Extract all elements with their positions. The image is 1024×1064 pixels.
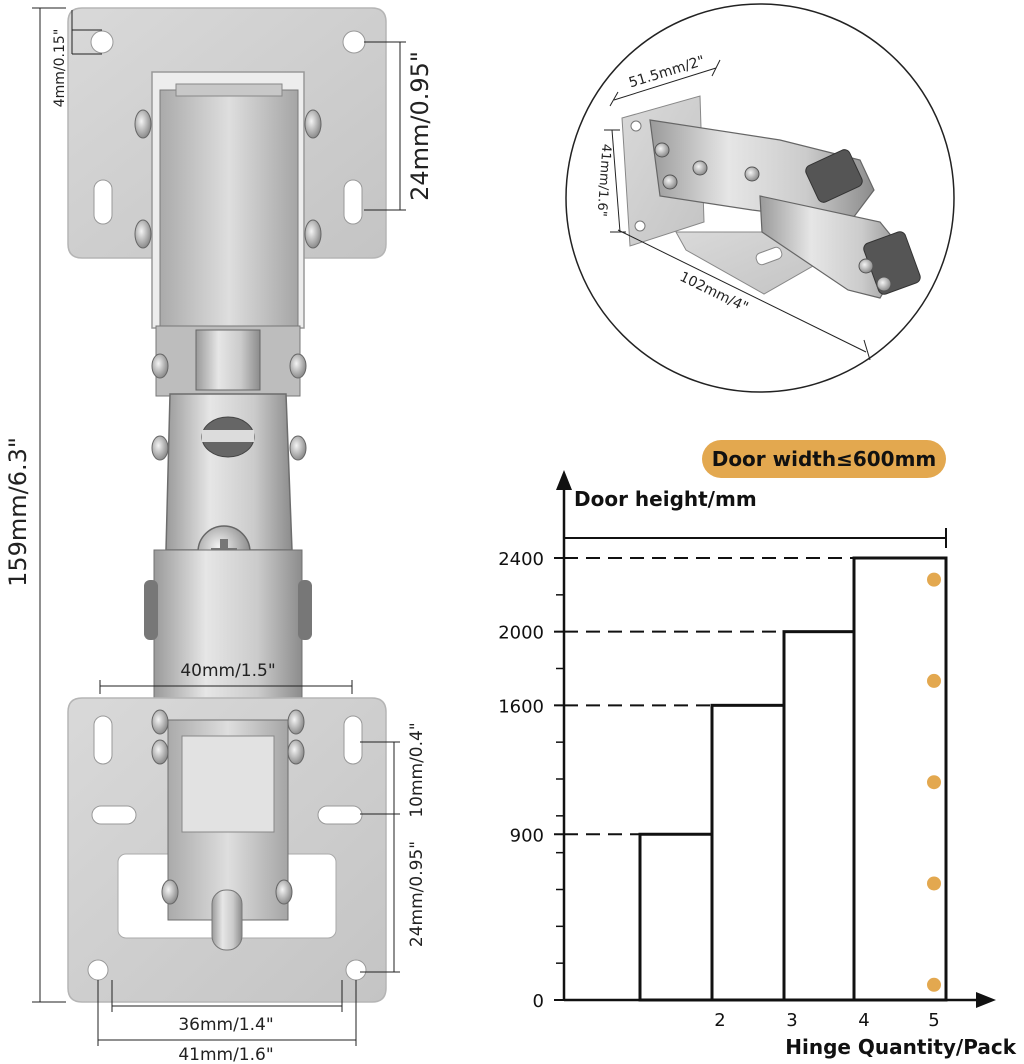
y-tick-labels: 0 900 1600 2000 2400 xyxy=(498,549,564,1012)
top-plate-slot-right xyxy=(343,179,363,225)
y-tick-label: 1600 xyxy=(498,696,544,717)
top-plate-hole-left xyxy=(90,30,114,54)
top-edge-offset-label: 4mm/0.15" xyxy=(52,29,68,108)
y-tick-label: 2000 xyxy=(498,623,544,644)
x-tick-label: 2 xyxy=(714,1010,725,1031)
lower-arm xyxy=(153,549,303,701)
chart-bars xyxy=(564,556,948,1002)
hinge-quantity-chart: Door width≤600mm Door height/mm Hinge Qu… xyxy=(498,440,1017,1059)
top-plate-hole-right xyxy=(342,30,366,54)
x-tick-label: 4 xyxy=(858,1010,869,1031)
top-hole-spacing-label: 24mm/0.95" xyxy=(406,51,434,201)
x-tick-labels: 2 3 4 5 xyxy=(714,1010,939,1031)
bottom-hole-spacing-label: 24mm/0.95" xyxy=(407,841,427,947)
y-axis-title: Door height/mm xyxy=(574,487,757,511)
y-tick-label: 2400 xyxy=(498,549,544,570)
hole-span-label: 36mm/1.4" xyxy=(178,1015,273,1035)
detail-plate-height-label: 41mm/1.6" xyxy=(593,143,613,217)
total-height-label: 159mm/6.3" xyxy=(4,437,32,587)
dimension-lines xyxy=(32,7,406,1046)
top-bracket-body xyxy=(159,89,299,327)
bottom-offset-label: 10mm/0.4" xyxy=(407,722,427,817)
y-axis-arrow xyxy=(556,470,572,490)
hinge-dot xyxy=(927,673,941,688)
hinge-front-view xyxy=(67,7,387,1003)
x-axis-arrow xyxy=(976,992,996,1008)
door-width-badge xyxy=(702,440,946,478)
door-width-badge-text: Door width≤600mm xyxy=(712,447,937,471)
y-tick-label: 900 xyxy=(510,825,544,846)
x-tick-label: 3 xyxy=(786,1010,797,1031)
x-axis-title: Hinge Quantity/Pack xyxy=(785,1035,1016,1059)
y-tick-label: 0 xyxy=(533,991,544,1012)
plate-width-label: 41mm/1.6" xyxy=(178,1045,273,1064)
x-tick-label: 5 xyxy=(928,1010,939,1031)
top-rivets xyxy=(134,109,322,249)
hinge-dot xyxy=(927,775,941,790)
hinge-dot xyxy=(927,572,941,587)
hinge-dot xyxy=(927,977,941,992)
top-plate-slot-left xyxy=(93,179,113,225)
hinge-detail-view: 51.5mm/2" 41mm/1.6" 102mm/4" xyxy=(565,3,955,393)
hinge-dot xyxy=(927,876,941,891)
arm-width-label: 40mm/1.5" xyxy=(180,661,275,681)
